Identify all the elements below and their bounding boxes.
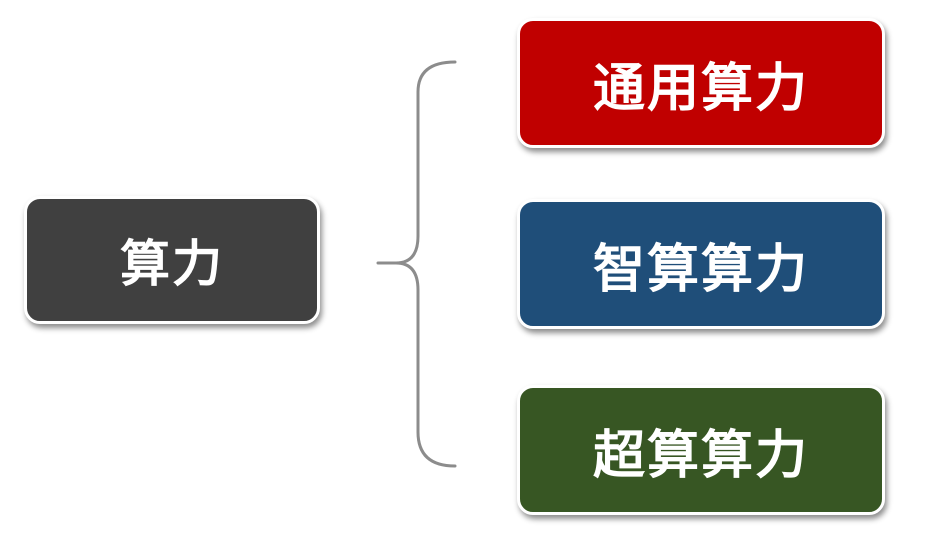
child-node-intelligent: 智算算力 (517, 199, 885, 329)
brace-path (376, 60, 457, 468)
child-label-intelligent: 智算算力 (592, 239, 809, 300)
root-label: 算力 (120, 235, 224, 293)
child-label-super: 超算算力 (592, 425, 809, 486)
child-node-general: 通用算力 (517, 18, 885, 148)
root-node: 算力 (24, 196, 320, 324)
child-node-super: 超算算力 (517, 385, 885, 515)
child-label-general: 通用算力 (592, 58, 809, 119)
